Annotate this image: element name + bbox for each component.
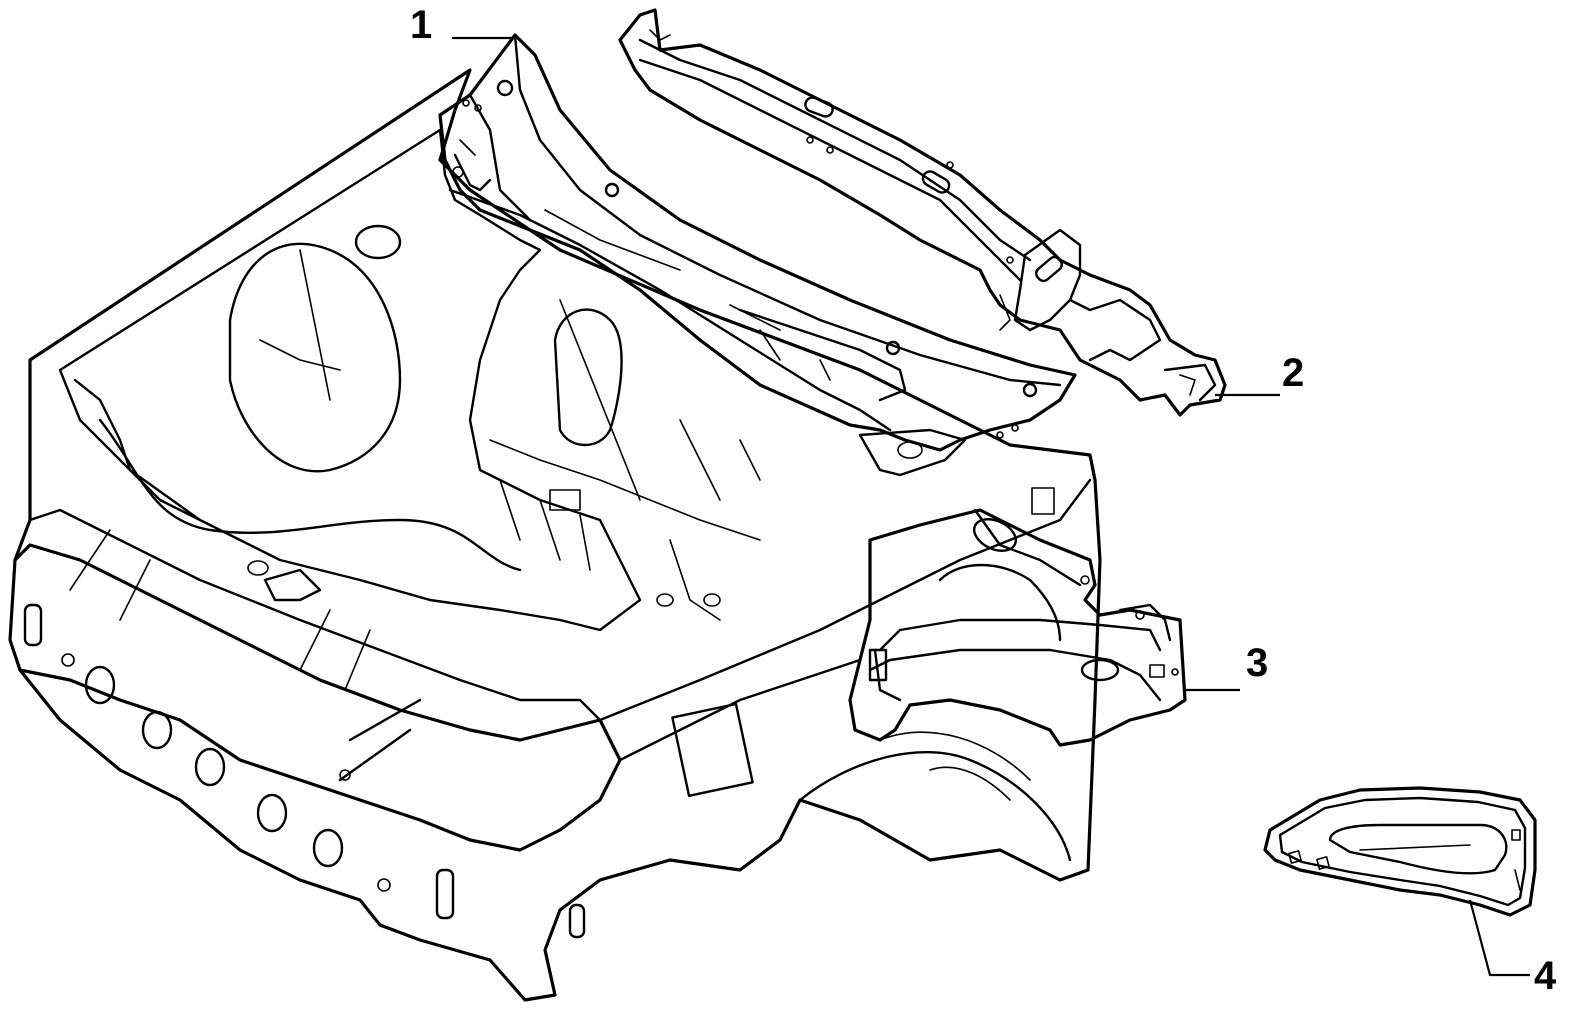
callout-number-2: 2 (1282, 351, 1305, 395)
callout-number-3: 3 (1246, 641, 1269, 685)
part-2-front-crossbeam (618, 8, 1227, 417)
part-1-dashboard-crossmember (438, 33, 1077, 477)
leader-lines (452, 36, 1530, 977)
callout-number-1: 1 (410, 3, 433, 47)
leader-line-4 (1468, 899, 1530, 977)
part-3-side-member-bracket (848, 508, 1187, 747)
front-body-shell (8, 68, 1102, 1002)
callout-number-4: 4 (1534, 954, 1557, 998)
part-4-reinforcement-panel (1263, 786, 1537, 917)
